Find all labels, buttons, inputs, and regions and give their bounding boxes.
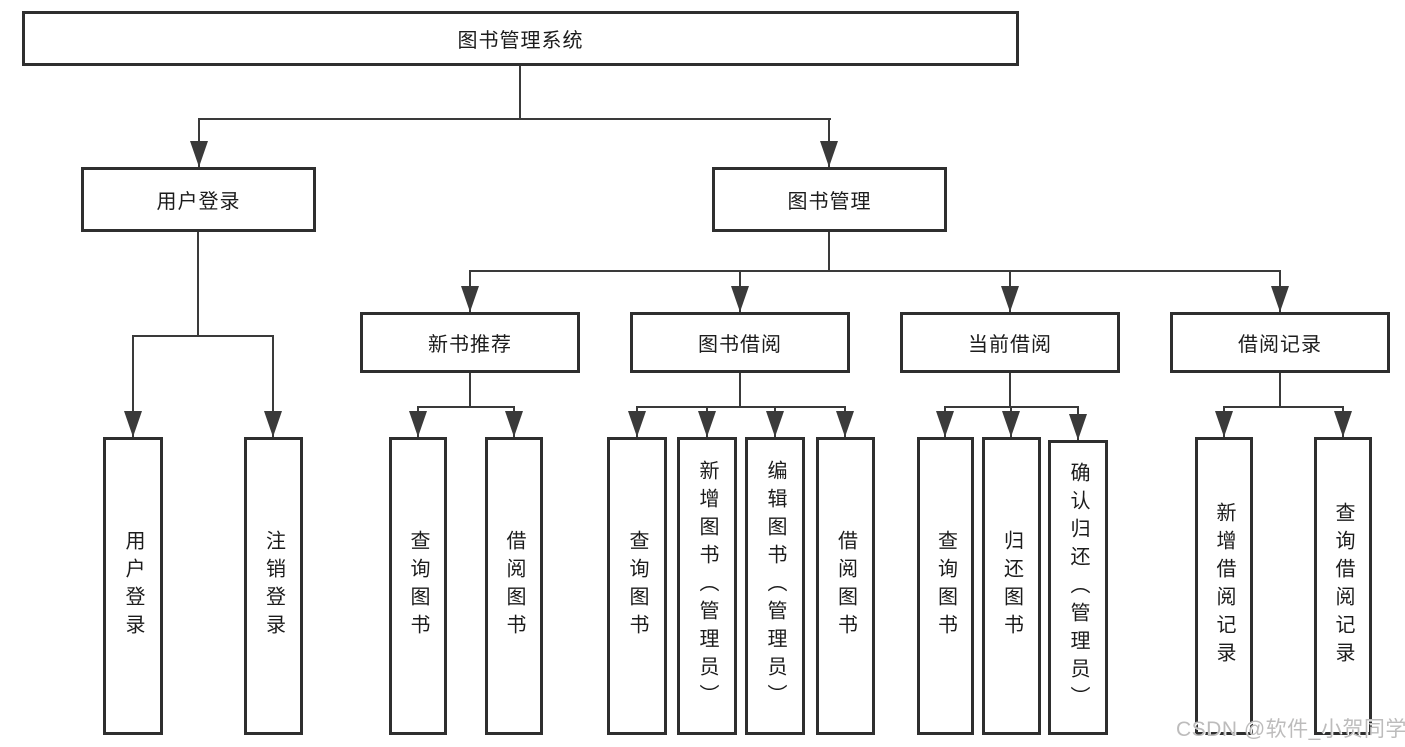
arrow-down-icon	[766, 411, 784, 437]
leaf-query-borrow-record-label: 查询借阅记录	[1332, 502, 1354, 670]
leaf-borrow-book-recommend: 借阅图书	[485, 437, 543, 735]
arrow-down-icon	[836, 411, 854, 437]
new-book-stem-line	[469, 373, 471, 406]
leaf-query-book-recommend-label: 查询图书	[407, 530, 429, 642]
arrow-down-icon	[820, 141, 838, 167]
leaf-edit-book-admin-label: 编辑图书（管理员）	[764, 460, 786, 712]
leaf-confirm-return-admin: 确认归还（管理员）	[1048, 440, 1108, 735]
arrow-down-icon	[264, 411, 282, 437]
borrow-record-branch-line	[1223, 406, 1344, 408]
leaf-query-book-current: 查询图书	[917, 437, 974, 735]
node-current-borrow-label: 当前借阅	[968, 334, 1052, 356]
arrow-down-icon	[1271, 286, 1289, 312]
node-book-management-label: 图书管理	[787, 191, 872, 213]
leaf-logout: 注销登录	[244, 437, 303, 735]
node-book-borrow: 图书借阅	[630, 312, 850, 373]
leaf-add-borrow-record-label: 新增借阅记录	[1213, 502, 1235, 670]
user-login-drop-line	[132, 335, 134, 437]
borrow-record-stem-line	[1279, 373, 1281, 406]
user-login-stem-line	[197, 232, 199, 335]
leaf-query-borrow-record: 查询借阅记录	[1314, 437, 1372, 735]
node-user-login-label: 用户登录	[156, 191, 241, 213]
leaf-add-book-admin: 新增图书（管理员）	[677, 437, 737, 735]
arrow-down-icon	[124, 411, 142, 437]
arrow-down-icon	[1215, 411, 1233, 437]
leaf-query-book-current-label: 查询图书	[934, 530, 957, 642]
arrow-down-icon	[1001, 286, 1019, 312]
leaf-query-book-borrow: 查询图书	[607, 437, 667, 735]
node-root-label: 图书管理系统	[457, 30, 584, 52]
root-branch-line	[198, 118, 831, 120]
arrow-down-icon	[409, 411, 427, 437]
book-borrow-stem-line	[739, 373, 741, 406]
leaf-add-book-admin-label: 新增图书（管理员）	[696, 460, 718, 712]
node-book-management: 图书管理	[712, 167, 947, 232]
node-borrow-record: 借阅记录	[1170, 312, 1390, 373]
leaf-return-book-label: 归还图书	[1000, 530, 1023, 642]
user-login-branch-line	[132, 335, 274, 337]
current-borrow-stem-line	[1009, 373, 1011, 406]
book-borrow-branch-line	[636, 406, 846, 408]
new-book-branch-line	[417, 406, 515, 408]
arrow-down-icon	[1334, 411, 1352, 437]
leaf-confirm-return-admin-label: 确认归还（管理员）	[1067, 461, 1089, 714]
leaf-user-login: 用户登录	[103, 437, 163, 735]
level3-branch-line	[469, 270, 1281, 272]
node-new-book-recommend-label: 新书推荐	[428, 334, 512, 356]
leaf-borrow-book-label: 借阅图书	[834, 530, 857, 642]
arrow-down-icon	[461, 286, 479, 312]
leaf-logout-label: 注销登录	[262, 530, 285, 642]
leaf-borrow-book-recommend-label: 借阅图书	[503, 530, 525, 642]
leaf-query-book-recommend: 查询图书	[389, 437, 447, 735]
leaf-borrow-book: 借阅图书	[816, 437, 875, 735]
arrow-down-icon	[1002, 411, 1020, 437]
node-book-borrow-label: 图书借阅	[698, 334, 782, 356]
leaf-add-borrow-record: 新增借阅记录	[1195, 437, 1253, 735]
arrow-down-icon	[505, 411, 523, 437]
arrow-down-icon	[936, 411, 954, 437]
leaf-edit-book-admin: 编辑图书（管理员）	[745, 437, 805, 735]
user-login-drop-line	[272, 335, 274, 437]
arrow-down-icon	[731, 286, 749, 312]
root-stem-line	[519, 66, 521, 118]
node-user-login: 用户登录	[81, 167, 316, 232]
leaf-user-login-label: 用户登录	[122, 530, 144, 642]
arrow-down-icon	[628, 411, 646, 437]
arrow-down-icon	[190, 141, 208, 167]
node-root: 图书管理系统	[22, 11, 1019, 66]
arrow-down-icon	[1069, 414, 1087, 440]
node-borrow-record-label: 借阅记录	[1238, 334, 1322, 356]
node-new-book-recommend: 新书推荐	[360, 312, 580, 373]
leaf-query-book-borrow-label: 查询图书	[626, 530, 648, 642]
arrow-down-icon	[698, 411, 716, 437]
leaf-return-book: 归还图书	[982, 437, 1041, 735]
node-current-borrow: 当前借阅	[900, 312, 1120, 373]
book-management-stem-line	[828, 232, 830, 270]
watermark: CSDN @软件_小贺同学	[1176, 718, 1405, 741]
